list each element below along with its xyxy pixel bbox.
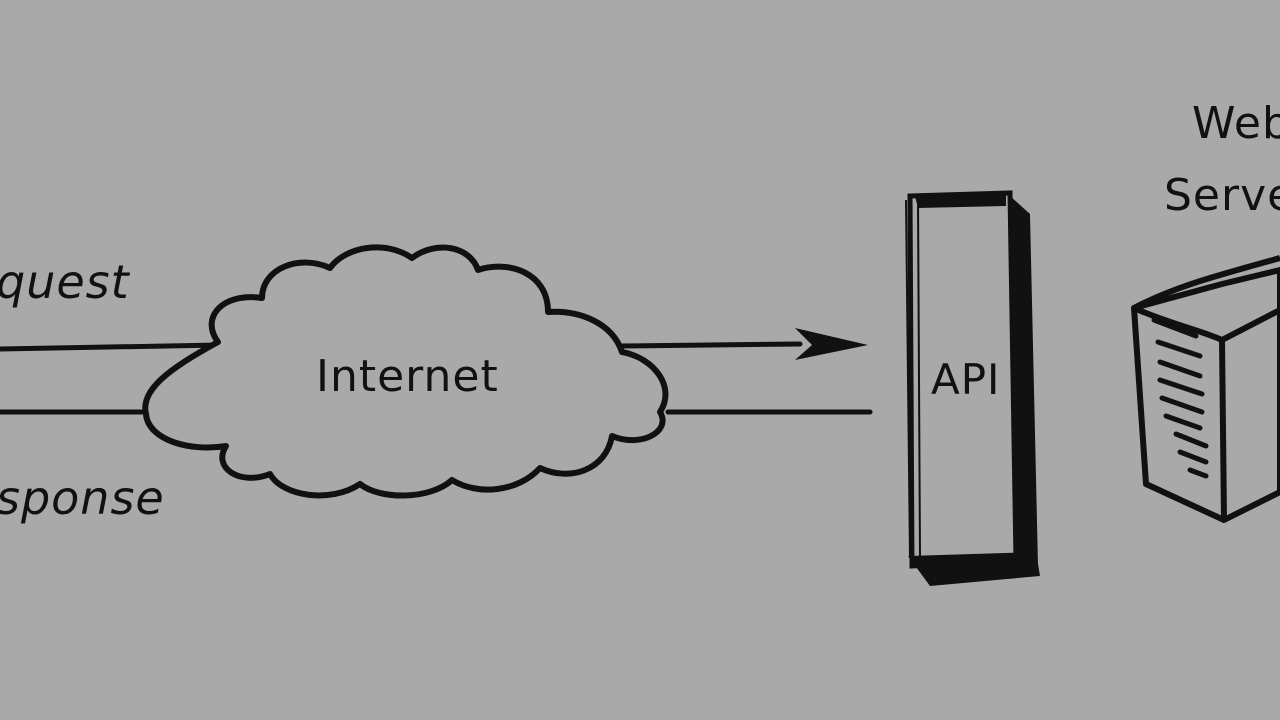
response-label: sponse [0, 471, 165, 525]
web-server-label-line2: Server [1164, 170, 1280, 221]
web-server-label-line1: Web [1192, 98, 1280, 149]
api-label: API [931, 355, 1000, 404]
web-server-icon [1134, 258, 1280, 520]
internet-label: Internet [316, 351, 499, 402]
request-label: quest [0, 255, 131, 309]
request-arrowhead [795, 328, 868, 360]
